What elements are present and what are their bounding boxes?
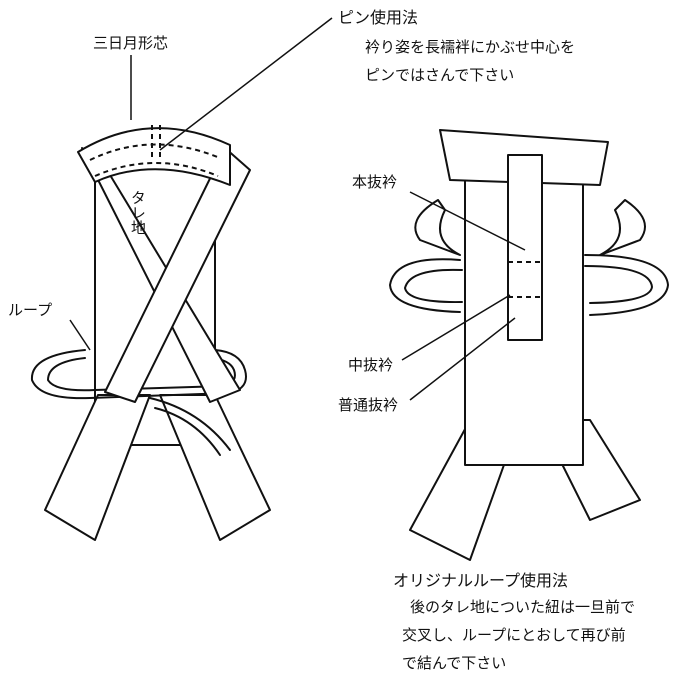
right-loop-left-2 [404, 268, 463, 304]
label-hon-nukiemon: 本抜衿 [352, 173, 398, 191]
label-futsu-nukiemon: 普通抜衿 [338, 396, 399, 414]
right-wing-right-top [599, 199, 646, 256]
right-center-strip [507, 154, 543, 341]
right-loop-left-1 [389, 258, 461, 313]
leader-loop [69, 319, 91, 351]
left-crescent-stitch-1 [89, 143, 221, 161]
label-orig-line3: で結んで下さい [402, 654, 507, 672]
label-orig-line2: 交叉し、ループにとおして再び前 [402, 626, 626, 644]
label-orig-line1: 後のタレ地についた紐は一旦前で [410, 598, 636, 616]
right-loop-right-2 [584, 265, 653, 304]
label-tare: タレ地 [129, 190, 147, 235]
leader-hon [409, 191, 526, 251]
label-pin-line1: 衿り姿を長襦袢にかぶせ中心を [365, 38, 576, 56]
label-mikazuki: 三日月形芯 [93, 34, 169, 52]
label-orig-title: オリジナルループ使用法 [393, 571, 569, 590]
left-cord-2 [154, 407, 221, 456]
label-pin-title: ピン使用法 [338, 8, 419, 27]
left-crescent-stitch-2 [94, 162, 219, 177]
leader-pin [159, 17, 333, 151]
left-strap-b [104, 147, 251, 403]
left-loop-outer [30, 349, 247, 400]
label-naka-nukiemon: 中抜衿 [348, 356, 394, 374]
leader-naka [401, 294, 511, 361]
left-loop-inner [47, 357, 236, 392]
leader-futsu [409, 317, 516, 401]
right-loop-right-1 [584, 254, 669, 316]
label-pin-line2: ピンではさんで下さい [365, 66, 515, 84]
right-wing-left-top [414, 199, 461, 256]
label-loop: ループ [8, 301, 53, 319]
left-crescent-core [77, 127, 231, 186]
left-cord-1 [149, 397, 231, 451]
